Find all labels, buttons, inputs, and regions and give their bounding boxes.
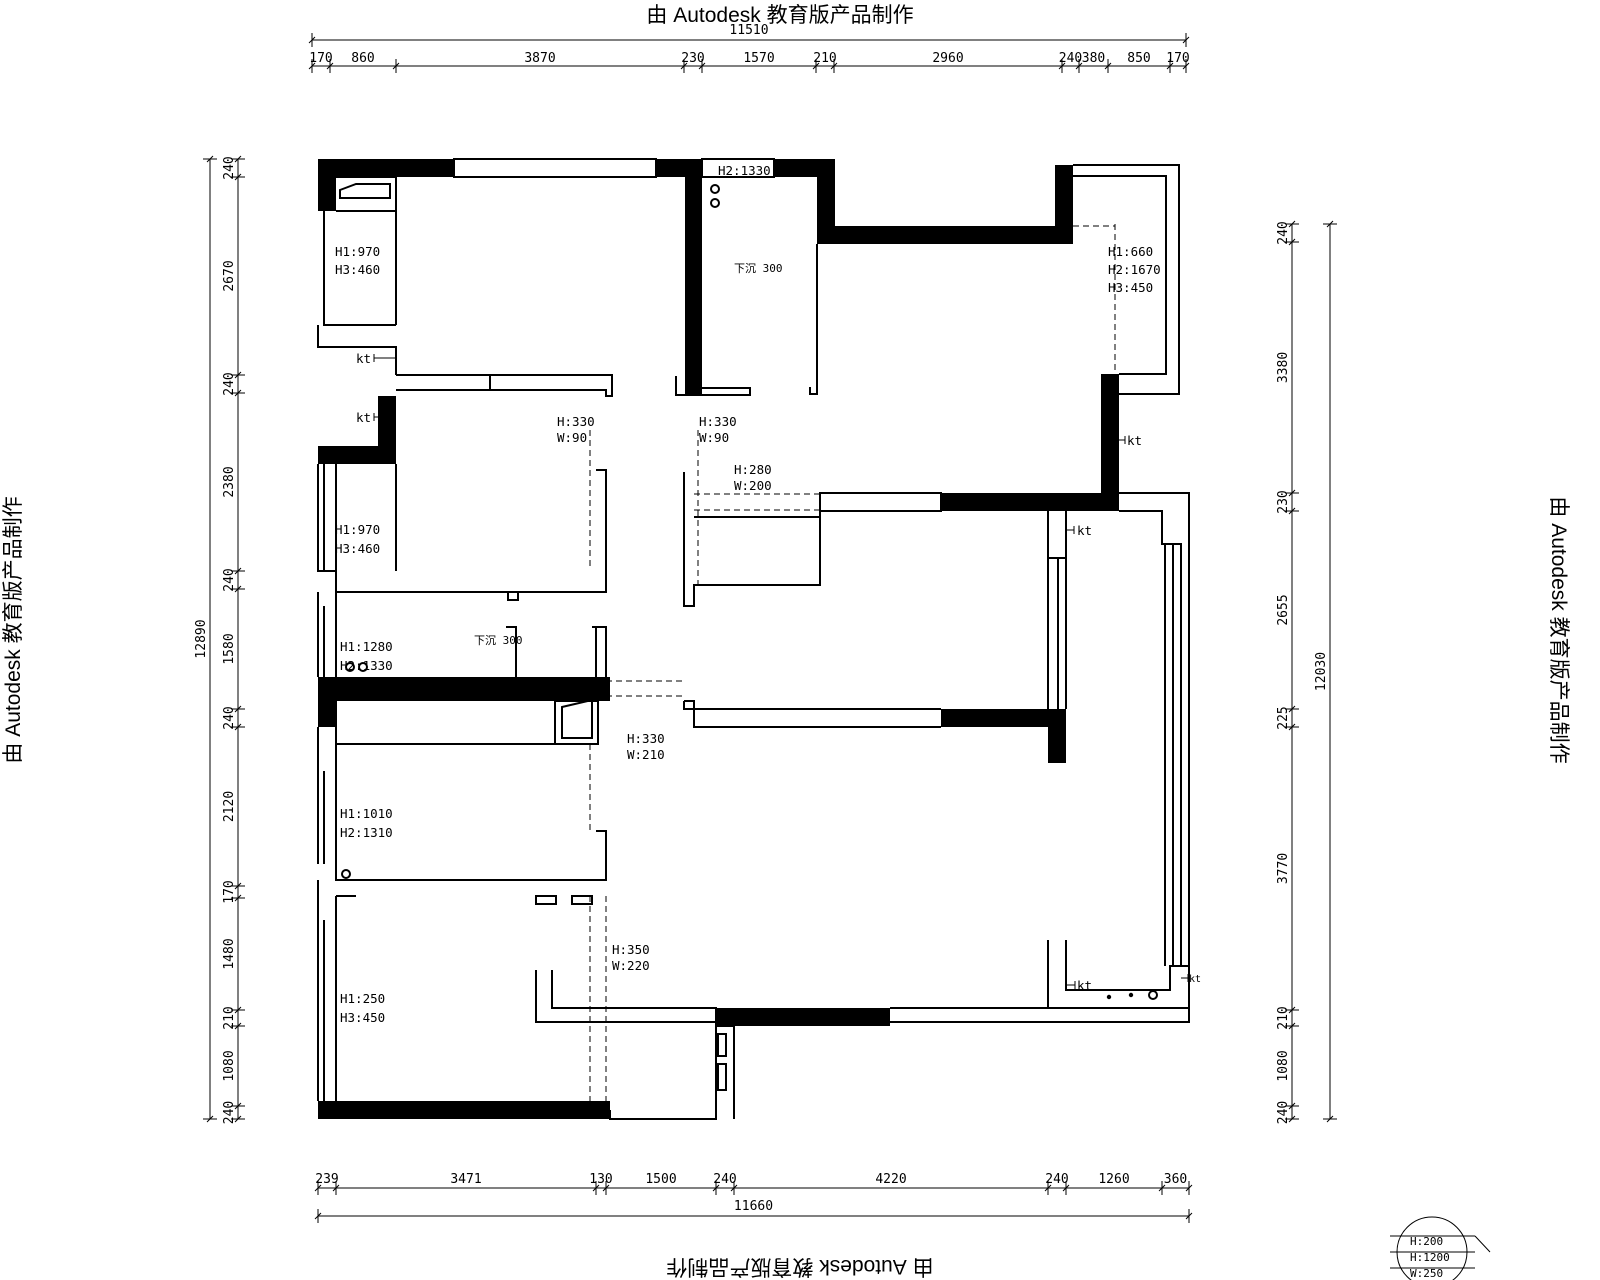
beam-lines bbox=[589, 224, 1116, 1101]
window4-h1: H1:1010 bbox=[340, 806, 393, 821]
right-dim-segment: 2655 bbox=[1276, 594, 1291, 625]
right-dim-segment: 1080 bbox=[1276, 1050, 1291, 1081]
right-dim-segment: 210 bbox=[1276, 1006, 1291, 1029]
structural-walls bbox=[318, 159, 1119, 1119]
window1-h1: H1:970 bbox=[335, 244, 380, 259]
left-dim-segment: 240 bbox=[222, 1101, 237, 1124]
window5-h1: H1:250 bbox=[340, 991, 385, 1006]
top-dim-segment: 2960 bbox=[932, 51, 963, 66]
watermark-bottom: 由 Autodesk 教育版产品制作 bbox=[666, 1255, 933, 1278]
watermark-top: 由 Autodesk 教育版产品制作 bbox=[646, 4, 913, 27]
left-dim-segment: 170 bbox=[222, 880, 237, 903]
beam1-w: W:90 bbox=[557, 430, 587, 445]
beam1-h: H:330 bbox=[557, 414, 595, 429]
bottom-dim-segment: 360 bbox=[1164, 1172, 1187, 1187]
stamp-line-2: H:1200 bbox=[1410, 1251, 1450, 1264]
beam4-w: W:210 bbox=[627, 747, 665, 762]
top-dim-segment: 3870 bbox=[524, 51, 555, 66]
elevation-stamp: H:200 H:1200 W:250 bbox=[1390, 1216, 1491, 1280]
top-dim-segment: 210 bbox=[813, 51, 836, 66]
beam2-w: W:90 bbox=[699, 430, 729, 445]
left-dim-segment: 2120 bbox=[222, 791, 237, 822]
top-dim-segment: 240 bbox=[1059, 51, 1082, 66]
annotation-labels: H1:970 H3:460 H1:970 H3:460 H1:1280 H2:1… bbox=[335, 163, 1161, 1025]
right-dim-total: 12030 bbox=[1314, 652, 1329, 691]
beam3-h: H:280 bbox=[734, 462, 772, 477]
right-dim-segment: 240 bbox=[1276, 221, 1291, 244]
bottom-dim-segment: 4220 bbox=[875, 1172, 906, 1187]
bottom-dimension-chain: 239 3471 130 1500 240 4220 240 1260 360 11660 bbox=[314, 1172, 1193, 1223]
bottom-dim-segment: 1500 bbox=[645, 1172, 676, 1187]
left-dim-segment: 2670 bbox=[222, 260, 237, 291]
left-dim-segment: 1480 bbox=[222, 938, 237, 969]
stamp-line-3: W:250 bbox=[1410, 1267, 1443, 1280]
top-dim-segment: 380 bbox=[1082, 51, 1105, 66]
bottom-dim-segment: 240 bbox=[1045, 1172, 1068, 1187]
right-dim-segment: 225 bbox=[1276, 706, 1291, 729]
watermark-left: 由 Autodesk 教育版产品制作 bbox=[2, 496, 25, 763]
bottom-dim-total: 11660 bbox=[734, 1199, 773, 1214]
top-window-h2: H2:1330 bbox=[718, 163, 771, 178]
kt-label-6: kt bbox=[1189, 974, 1201, 985]
top-dim-segment: 850 bbox=[1127, 51, 1150, 66]
beam5-h: H:350 bbox=[612, 942, 650, 957]
bottom-dim-segment: 130 bbox=[589, 1172, 612, 1187]
left-dim-segment: 2380 bbox=[222, 466, 237, 497]
window5-h3: H3:450 bbox=[340, 1010, 385, 1025]
window1-h3: H3:460 bbox=[335, 262, 380, 277]
top-dim-segment: 1570 bbox=[743, 51, 774, 66]
right-dim-segment: 3770 bbox=[1276, 853, 1291, 884]
right-dim-segment: 230 bbox=[1276, 490, 1291, 513]
balcony-h1: H1:660 bbox=[1108, 244, 1153, 259]
left-dim-segment: 240 bbox=[222, 372, 237, 395]
left-dim-segment: 1580 bbox=[222, 633, 237, 664]
kt-label-2: kt bbox=[356, 410, 371, 425]
bottom-dim-segment: 239 bbox=[315, 1172, 338, 1187]
left-dim-total: 12890 bbox=[194, 619, 209, 658]
left-dim-segment: 1080 bbox=[222, 1050, 237, 1081]
beam2-h: H:330 bbox=[699, 414, 737, 429]
top-dim-segment: 860 bbox=[351, 51, 374, 66]
partition-walls bbox=[317, 158, 1190, 1120]
kt-label-3: kt bbox=[1127, 433, 1142, 448]
left-dim-segment: 210 bbox=[222, 1006, 237, 1029]
top-dim-total: 11510 bbox=[729, 23, 768, 38]
window4-h2: H2:1310 bbox=[340, 825, 393, 840]
left-dim-segment: 240 bbox=[222, 156, 237, 179]
kt-label-5: kt bbox=[1077, 978, 1092, 993]
left-dim-segment: 240 bbox=[222, 568, 237, 591]
drop-label-1: 下沉 300 bbox=[734, 262, 783, 275]
balcony-h3: H3:450 bbox=[1108, 280, 1153, 295]
window3-h1: H1:1280 bbox=[340, 639, 393, 654]
right-dimension-chain: 240 3380 230 2655 225 3770 210 1080 240 12030 bbox=[1276, 220, 1337, 1124]
window3-h2: H2:1330 bbox=[340, 658, 393, 673]
top-dim-segment: 170 bbox=[1166, 51, 1189, 66]
left-dimension-chain: 240 2670 240 2380 240 1580 240 2120 170 1480 210 10… bbox=[194, 155, 245, 1124]
beam3-w: W:200 bbox=[734, 478, 772, 493]
left-dim-segment: 240 bbox=[222, 706, 237, 729]
balcony-h2: H2:1670 bbox=[1108, 262, 1161, 277]
bottom-dim-segment: 1260 bbox=[1098, 1172, 1129, 1187]
ac-ports: kt kt kt kt kt kt bbox=[356, 351, 1201, 993]
top-dim-segment: 230 bbox=[681, 51, 704, 66]
watermark-right: 由 Autodesk 教育版产品制作 bbox=[1547, 496, 1570, 763]
bottom-dim-segment: 3471 bbox=[450, 1172, 481, 1187]
top-dim-segment: 170 bbox=[309, 51, 332, 66]
stamp-line-1: H:200 bbox=[1410, 1235, 1443, 1248]
kt-label-1: kt bbox=[356, 351, 371, 366]
kt-label-4: kt bbox=[1077, 523, 1092, 538]
window2-h1: H1:970 bbox=[335, 522, 380, 537]
drop-label-2: 下沉 300 bbox=[474, 634, 523, 647]
fixtures bbox=[339, 183, 1158, 1000]
beam4-h: H:330 bbox=[627, 731, 665, 746]
beam5-w: W:220 bbox=[612, 958, 650, 973]
right-dim-segment: 240 bbox=[1276, 1101, 1291, 1124]
right-dim-segment: 3380 bbox=[1276, 352, 1291, 383]
bottom-dim-segment: 240 bbox=[713, 1172, 736, 1187]
window2-h3: H3:460 bbox=[335, 541, 380, 556]
